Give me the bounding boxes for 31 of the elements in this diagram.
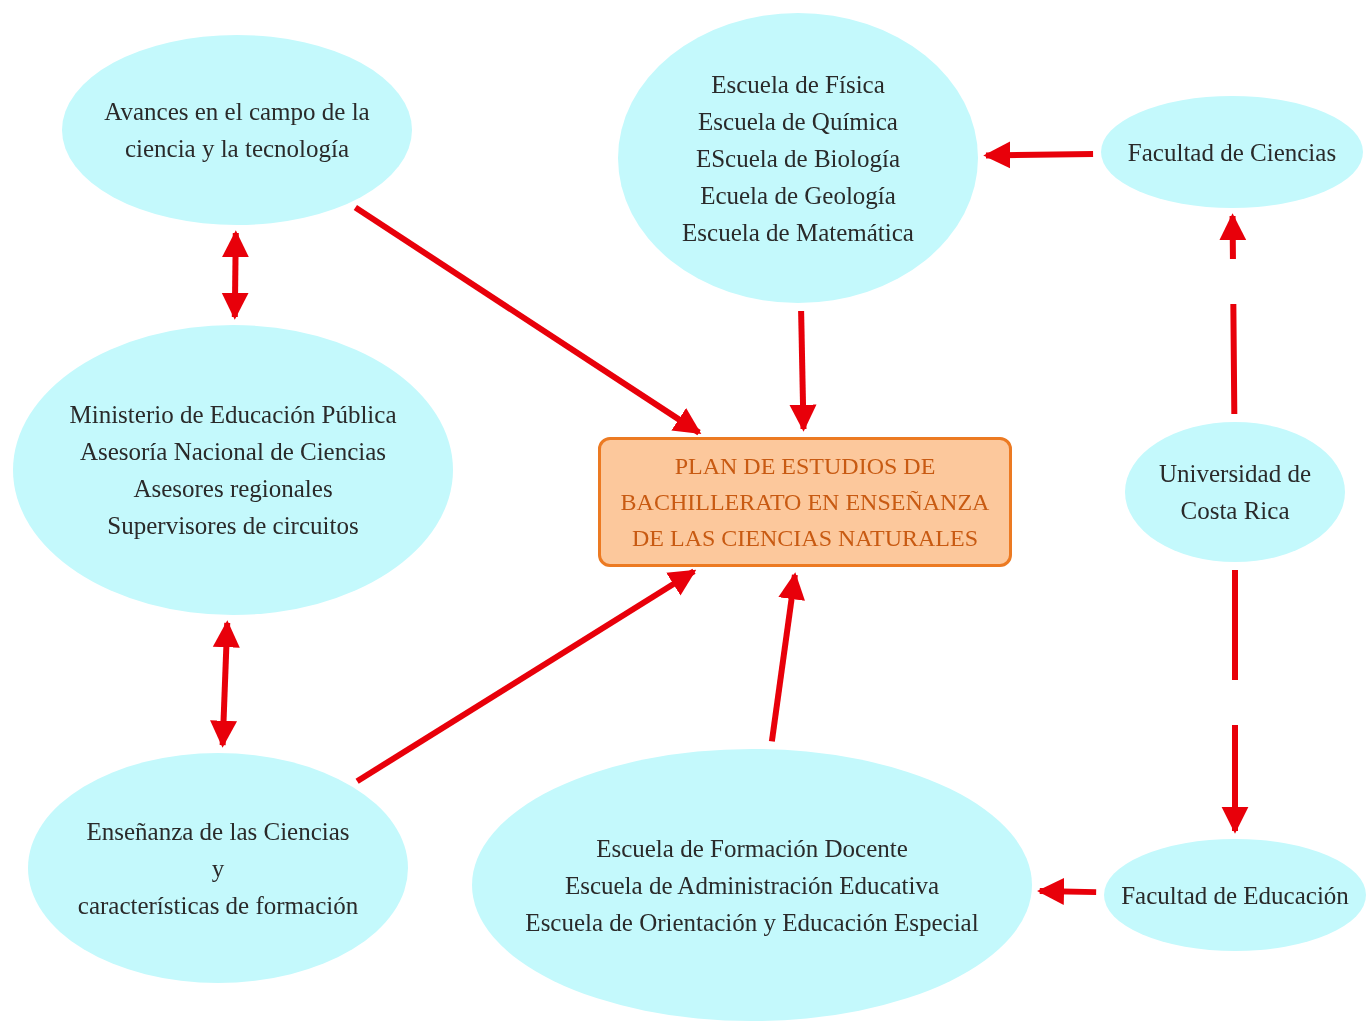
arrow [353,205,702,436]
arrow [983,141,1094,169]
arrow [1221,570,1249,834]
node-text: Asesores regionales [133,474,333,504]
arrow [768,572,805,742]
node-text: y [211,853,225,884]
process-box [598,437,1012,567]
arrow [355,568,697,784]
node-text: Escuela de Matemática [682,217,914,248]
arrow [789,310,817,432]
node-text: Ecuela de Geología [700,180,896,211]
node-text: Escuela de Química [698,106,898,137]
arrow [221,230,249,320]
node-text: Escuela de Orientación y Educación Especial [525,907,979,938]
node-text: Escuela de Física [711,69,885,100]
arrow [210,620,240,748]
node-text: Enseñanza de las Ciencias [86,816,350,847]
arrow [1219,213,1247,415]
node-text: características de formación [77,890,359,921]
node-text: Facultad de Ciencias [1127,137,1337,168]
node-text: Escuela de Administración Educativa [564,870,940,901]
arrow [1037,877,1097,905]
node-text: Escuela de Formación Docente [596,833,908,864]
node-text: Supervisores de circuitos [107,511,359,541]
node-text: PLAN DE ESTUDIOS DE BACHILLERATO EN ENSEÑANZA DE LAS CIENCIAS NATURALES [619,452,991,553]
node-text: Facultad de Educación [1121,880,1349,911]
node-text: EScuela de Biología [695,143,901,174]
node-text: Universidad de Costa Rica [1157,459,1312,526]
node-text: Asesoría Nacional de Ciencias [79,437,387,467]
node-text: Ministerio de Educación Pública [69,400,397,430]
node-text: Avances en el campo de la ciencia y la tecnología [103,97,371,164]
